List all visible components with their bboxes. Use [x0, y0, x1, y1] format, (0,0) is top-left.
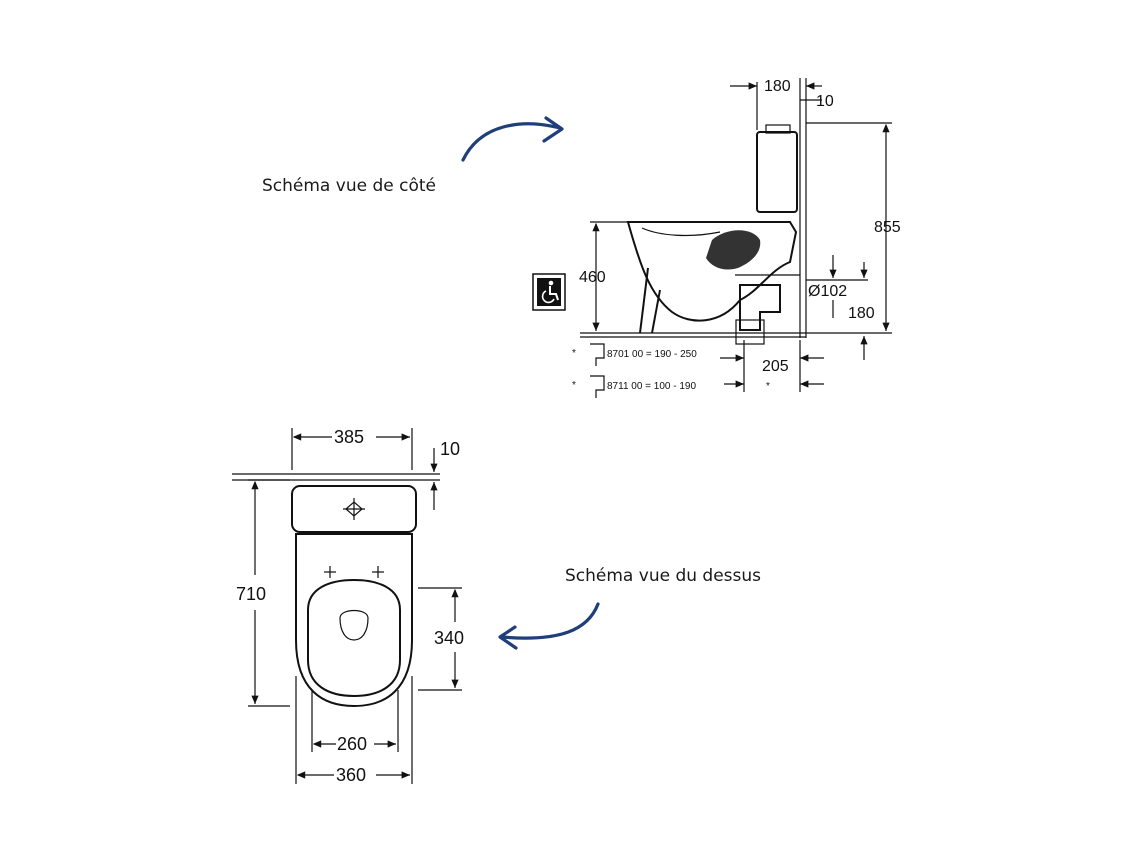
note-1-star: *	[572, 348, 576, 359]
wheelchair-icon	[532, 273, 566, 311]
dim-340: 340	[434, 628, 464, 648]
note-8711: 8711 00 = 100 - 190	[607, 381, 696, 392]
dim-10-top: 10	[816, 93, 834, 110]
side-view-caption: Schéma vue de côté	[262, 176, 436, 196]
dim-385: 385	[334, 427, 364, 447]
dim-360: 360	[336, 765, 366, 785]
dim-460: 460	[579, 269, 606, 286]
arrow-to-top-view	[498, 602, 600, 650]
dim-180-right: 180	[848, 305, 875, 322]
dim-710: 710	[236, 584, 266, 604]
note-end-star: *	[766, 381, 770, 392]
top-view-drawing	[232, 428, 462, 784]
note-2-star: *	[572, 380, 576, 391]
dim-10: 10	[440, 439, 460, 459]
dim-260: 260	[337, 734, 367, 754]
dim-855: 855	[874, 219, 901, 236]
top-view-caption: Schéma vue du dessus	[565, 566, 762, 586]
arrow-to-side-view	[461, 116, 564, 162]
dim-180-top: 180	[764, 78, 791, 95]
dim-205: 205	[762, 358, 789, 375]
note-8701: 8701 00 = 190 - 250	[607, 349, 697, 360]
side-view-drawing	[580, 78, 892, 398]
dim-diameter-102: Ø102	[808, 283, 847, 300]
